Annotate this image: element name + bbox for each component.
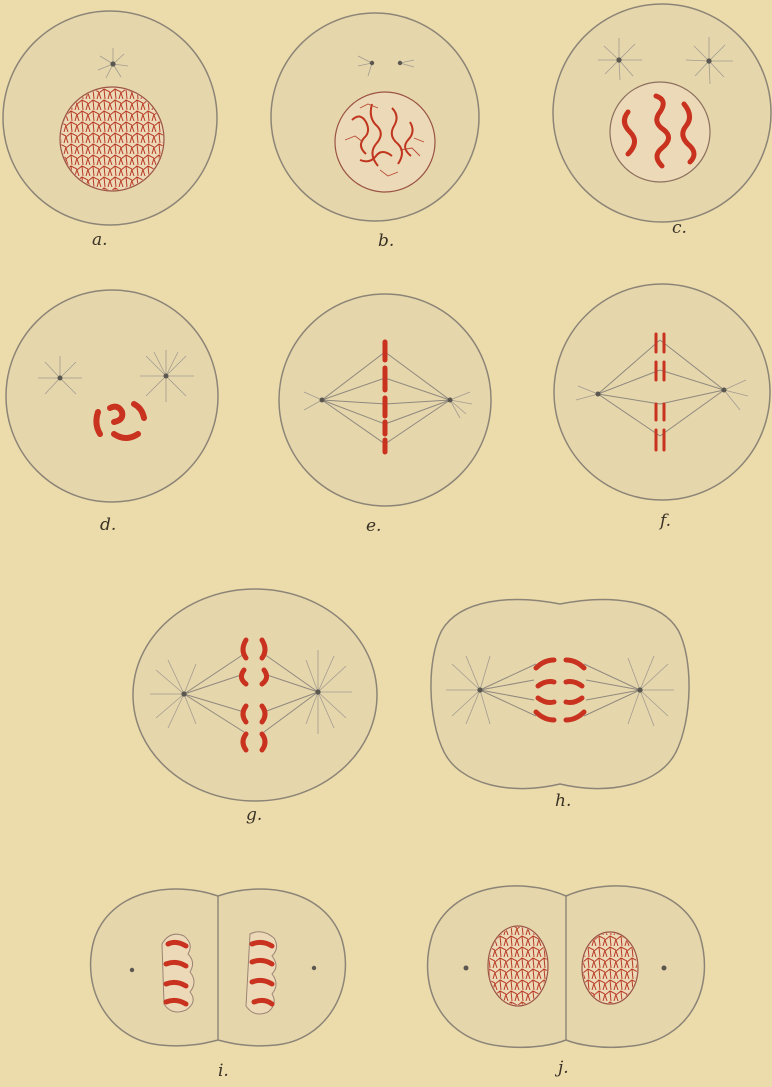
panel-label-d: d. xyxy=(100,515,116,535)
centrosome xyxy=(477,687,482,692)
centrosome xyxy=(398,61,402,65)
panel-d xyxy=(6,290,218,502)
centrosome xyxy=(315,689,320,694)
panel-f xyxy=(554,284,770,500)
panel-j xyxy=(428,886,705,1047)
centrosome xyxy=(706,58,711,63)
chromatin-network xyxy=(489,927,547,1005)
centrosome xyxy=(637,687,642,692)
panel-label-f: f. xyxy=(660,511,671,531)
centrosome xyxy=(312,966,316,970)
panel-label-h: h. xyxy=(555,791,571,811)
panel-label-j: j. xyxy=(558,1058,569,1078)
panel-label-e: e. xyxy=(366,516,381,536)
panel-b xyxy=(271,13,479,221)
cell-membrane xyxy=(133,589,377,801)
panel-e xyxy=(279,294,491,506)
panel-i xyxy=(91,889,346,1046)
panel-label-i: i. xyxy=(218,1061,229,1081)
centrosome xyxy=(110,61,115,66)
panel-label-b: b. xyxy=(378,231,394,251)
centrosome xyxy=(722,388,727,393)
panel-h xyxy=(431,600,689,789)
centrosome xyxy=(370,61,374,65)
panel-g xyxy=(133,589,377,801)
centrosome xyxy=(320,398,325,403)
panel-label-c: c. xyxy=(672,218,687,238)
cell-membrane xyxy=(431,600,689,789)
chromatin-network xyxy=(61,88,163,190)
centrosome xyxy=(596,392,601,397)
centrosome xyxy=(181,691,186,696)
panel-a xyxy=(3,11,217,225)
nucleus xyxy=(335,92,435,192)
centrosome xyxy=(164,374,169,379)
panel-label-a: a. xyxy=(92,230,108,250)
cell-membrane xyxy=(6,290,218,502)
panel-c xyxy=(553,4,771,222)
panel-label-g: g. xyxy=(246,805,262,825)
centrosome xyxy=(662,966,667,971)
centrosome xyxy=(448,398,453,403)
centrosome xyxy=(130,968,134,972)
cell-membrane xyxy=(554,284,770,500)
centrosome xyxy=(464,966,469,971)
chromatin-network xyxy=(583,933,637,1003)
centrosome xyxy=(616,57,621,62)
centrosome xyxy=(58,376,63,381)
